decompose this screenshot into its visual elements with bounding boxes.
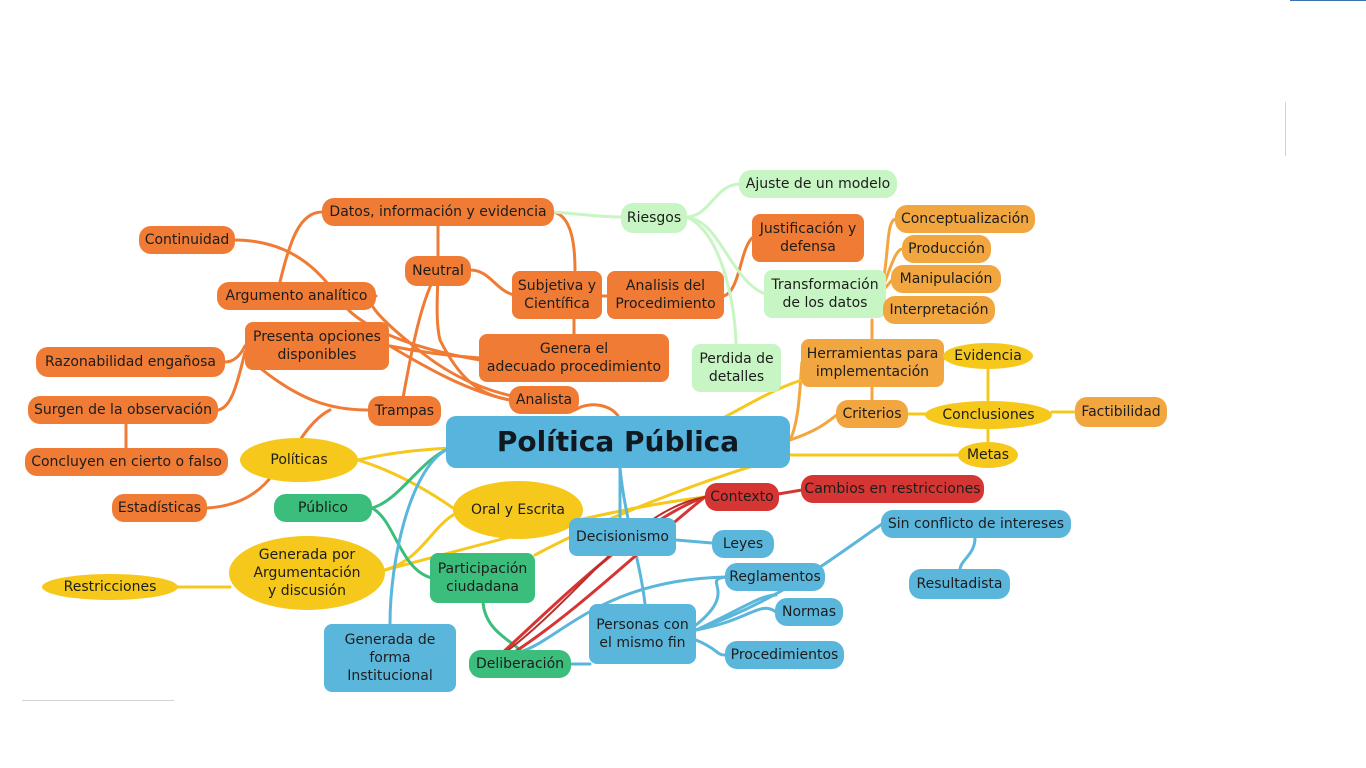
node-sin-conflicto-intereses[interactable]: Sin conflicto de intereses bbox=[881, 510, 1071, 538]
node-analista[interactable]: Analista bbox=[509, 386, 579, 414]
node-resultadista[interactable]: Resultadista bbox=[909, 569, 1010, 599]
node-analisis-procedimiento[interactable]: Analisis del Procedimiento bbox=[607, 271, 724, 319]
node-procedimientos[interactable]: Procedimientos bbox=[725, 641, 844, 669]
node-generada-institucional[interactable]: Generada de forma Institucional bbox=[324, 624, 456, 692]
root-topic[interactable]: Política Pública bbox=[446, 416, 790, 468]
node-concluyen-cierto-falso[interactable]: Concluyen en cierto o falso bbox=[25, 448, 228, 476]
node-argumento-analitico[interactable]: Argumento analítico bbox=[217, 282, 376, 310]
node-estadisticas[interactable]: Estadísticas bbox=[112, 494, 207, 522]
node-contexto[interactable]: Contexto bbox=[705, 483, 779, 511]
divider-line bbox=[1285, 102, 1286, 156]
node-conceptualizacion[interactable]: Conceptualización bbox=[895, 205, 1035, 233]
node-deliberacion[interactable]: Deliberación bbox=[469, 650, 571, 678]
node-generada-argumentacion[interactable]: Generada por Argumentación y discusión bbox=[229, 536, 385, 610]
node-leyes[interactable]: Leyes bbox=[712, 530, 774, 558]
node-genera-procedimiento[interactable]: Genera el adecuado procedimiento bbox=[479, 334, 669, 382]
node-transformacion-datos[interactable]: Transformación de los datos bbox=[764, 270, 886, 318]
node-cambios-restricciones[interactable]: Cambios en restricciones bbox=[801, 475, 984, 503]
node-continuidad[interactable]: Continuidad bbox=[139, 226, 235, 254]
node-criterios[interactable]: Criterios bbox=[836, 400, 908, 428]
node-restricciones[interactable]: Restricciones bbox=[42, 574, 178, 600]
node-oral-escrita[interactable]: Oral y Escrita bbox=[453, 481, 583, 539]
top-right-edge-mark bbox=[1290, 0, 1366, 1]
node-perdida-detalles[interactable]: Perdida de detalles bbox=[692, 344, 781, 392]
node-decisionismo[interactable]: Decisionismo bbox=[569, 518, 676, 556]
node-surgen-observacion[interactable]: Surgen de la observación bbox=[28, 396, 218, 424]
node-produccion[interactable]: Producción bbox=[902, 235, 991, 263]
node-manipulacion[interactable]: Manipulación bbox=[891, 265, 1001, 293]
node-factibilidad[interactable]: Factibilidad bbox=[1075, 397, 1167, 427]
node-normas[interactable]: Normas bbox=[775, 598, 843, 626]
node-trampas[interactable]: Trampas bbox=[368, 396, 441, 426]
node-personas-mismo-fin[interactable]: Personas con el mismo fin bbox=[589, 604, 696, 664]
node-justificacion-defensa[interactable]: Justificación y defensa bbox=[752, 214, 864, 262]
node-participacion-ciudadana[interactable]: Participación ciudadana bbox=[430, 553, 535, 603]
node-datos-informacion-evidencia[interactable]: Datos, información y evidencia bbox=[322, 198, 554, 226]
node-interpretacion[interactable]: Interpretación bbox=[883, 296, 995, 324]
node-metas[interactable]: Metas bbox=[958, 442, 1018, 468]
node-evidencia[interactable]: Evidencia bbox=[943, 343, 1033, 369]
node-ajuste-modelo[interactable]: Ajuste de un modelo bbox=[739, 170, 897, 198]
node-herramientas-implementacion[interactable]: Herramientas para implementación bbox=[801, 339, 944, 387]
node-presenta-opciones[interactable]: Presenta opciones disponibles bbox=[245, 322, 389, 370]
node-politicas[interactable]: Políticas bbox=[240, 438, 358, 482]
node-conclusiones[interactable]: Conclusiones bbox=[925, 401, 1052, 429]
node-razonabilidad-enganosa[interactable]: Razonabilidad engañosa bbox=[36, 347, 225, 377]
node-reglamentos[interactable]: Reglamentos bbox=[725, 563, 825, 591]
node-subjetiva-cientifica[interactable]: Subjetiva y Científica bbox=[512, 271, 602, 319]
node-riesgos[interactable]: Riesgos bbox=[621, 203, 687, 233]
node-publico[interactable]: Público bbox=[274, 494, 372, 522]
divider-line bbox=[22, 700, 174, 701]
node-neutral[interactable]: Neutral bbox=[405, 256, 471, 286]
